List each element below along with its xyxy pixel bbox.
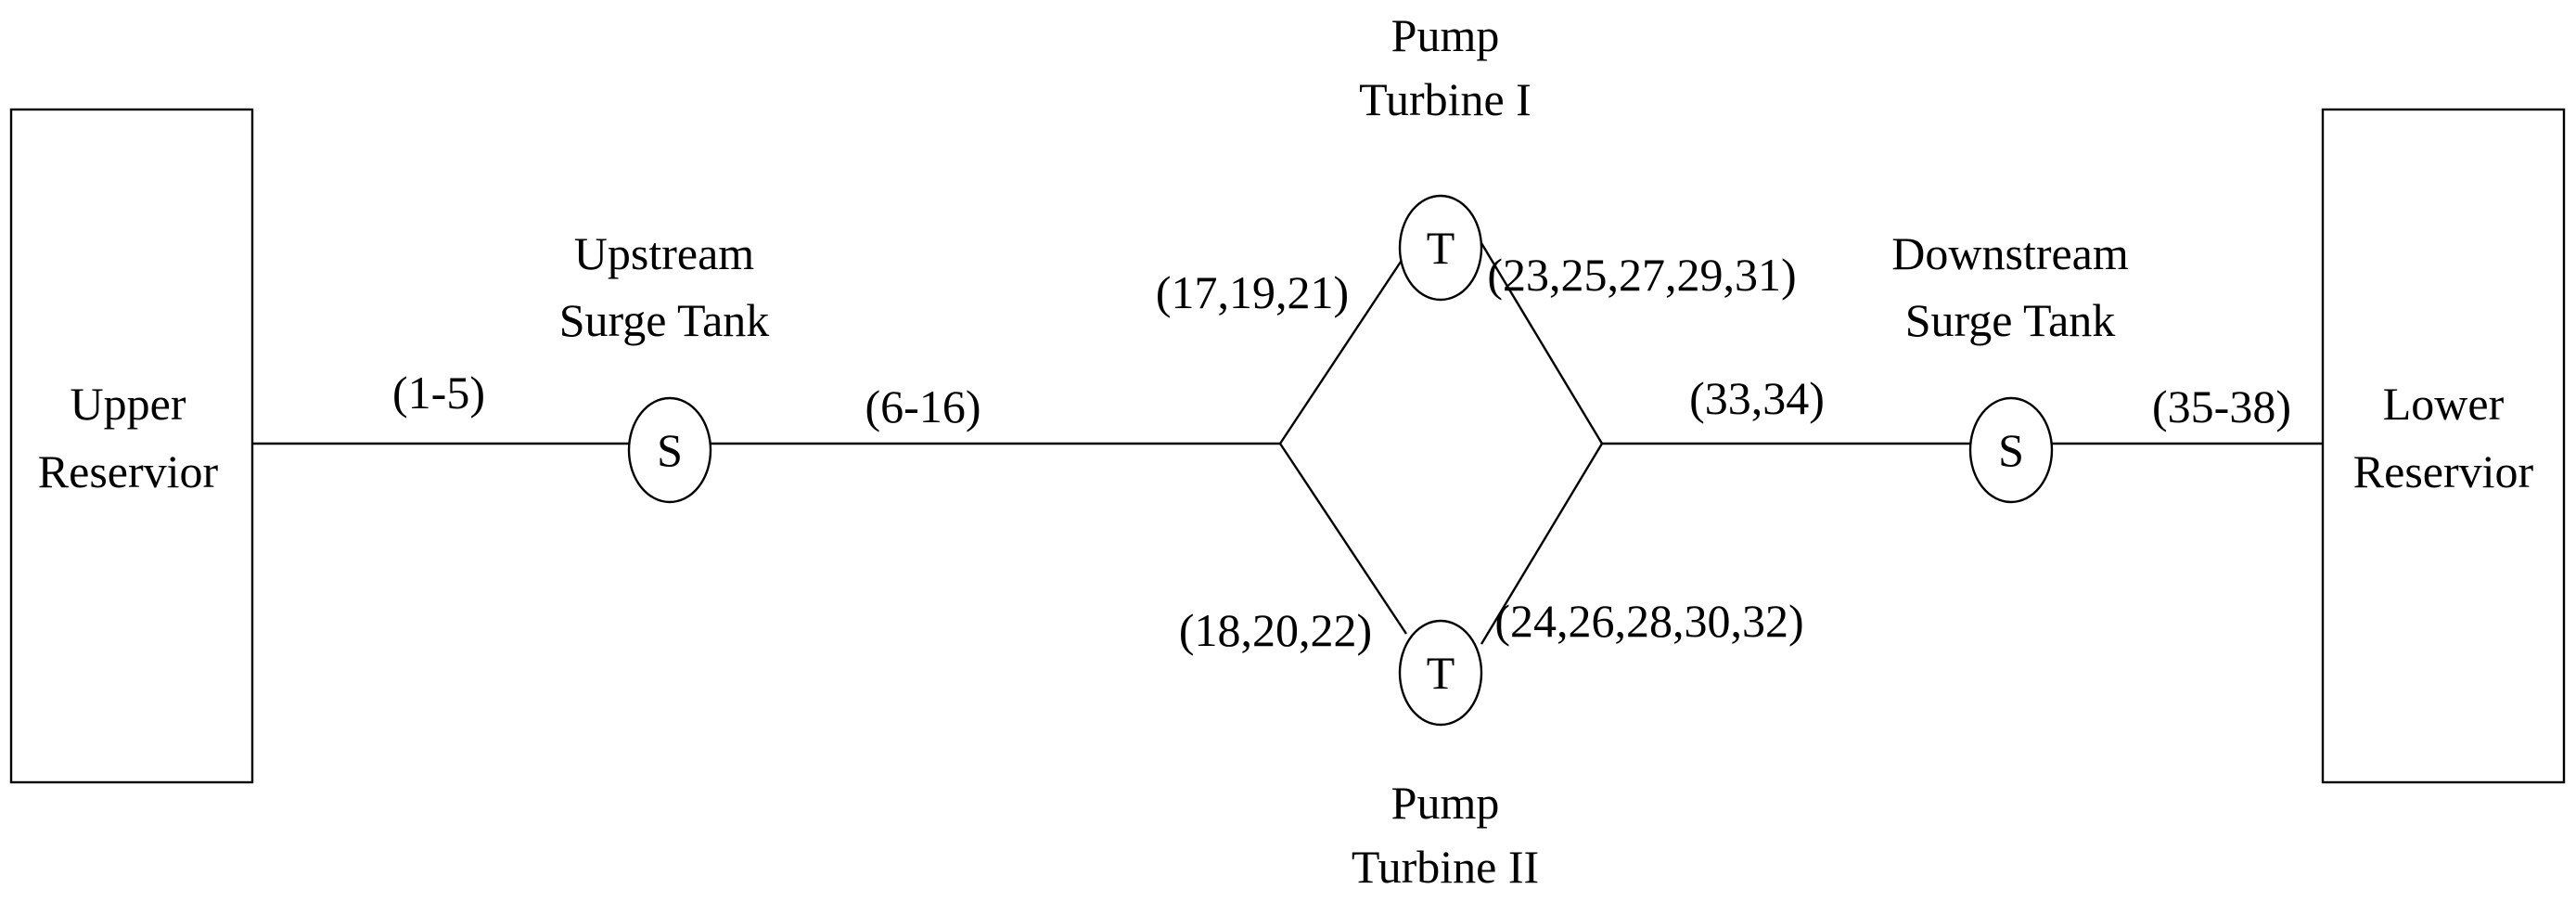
- upper-reservoir-label-1: Upper: [70, 378, 186, 430]
- pump-turbine-1-label-1: Pump: [1391, 9, 1500, 61]
- downstream-surge-tank-symbol: [1968, 396, 2054, 504]
- segment-label-24-32: (24,26,28,30,32): [1494, 595, 1803, 647]
- pump-turbine-2-symbol: [1398, 619, 1483, 727]
- upper-reservoir-box: [9, 108, 254, 784]
- downstream-surge-tank-label-2: Surge Tank: [1905, 294, 2116, 346]
- segment-label-6-16: (6-16): [865, 380, 981, 432]
- segment-label-17-19-21: (17,19,21): [1156, 266, 1349, 318]
- pipe-turbine-2-to-junction: [1480, 443, 1604, 645]
- upstream-surge-tank-letter: S: [657, 424, 683, 476]
- upstream-surge-tank-label-1: Upstream: [574, 227, 754, 279]
- pump-turbine-1-label-2: Turbine I: [1359, 73, 1532, 125]
- downstream-surge-tank-label-1: Downstream: [1891, 227, 2129, 279]
- upstream-surge-tank-label-2: Surge Tank: [559, 294, 770, 346]
- upper-reservoir-label-2: Reservior: [38, 445, 219, 497]
- segment-label-23-31: (23,25,27,29,31): [1487, 249, 1796, 301]
- pump-turbine-1-symbol: [1398, 194, 1483, 302]
- pump-turbine-2-label-2: Turbine II: [1352, 841, 1539, 893]
- segment-label-1-5: (1-5): [392, 367, 485, 419]
- pipe-junction-to-turbine-1: [1279, 252, 1407, 445]
- pump-turbine-2-letter: T: [1427, 647, 1455, 699]
- lower-reservoir-label-2: Reservior: [2353, 445, 2534, 497]
- pipe-junction-to-turbine-2: [1279, 443, 1407, 635]
- downstream-surge-tank-letter: S: [1998, 424, 2024, 476]
- upstream-surge-tank-symbol: [627, 396, 712, 504]
- segment-label-18-20-22: (18,20,22): [1179, 604, 1372, 656]
- pipe-turbine-1-to-junction: [1480, 242, 1604, 445]
- segment-label-35-38: (35-38): [2152, 380, 2291, 432]
- lower-reservoir-box: [2321, 108, 2566, 784]
- pump-turbine-1-letter: T: [1427, 222, 1455, 274]
- segment-label-33-34: (33,34): [1689, 372, 1825, 424]
- pump-turbine-2-label-1: Pump: [1391, 777, 1500, 829]
- lower-reservoir-label-1: Lower: [2383, 378, 2505, 430]
